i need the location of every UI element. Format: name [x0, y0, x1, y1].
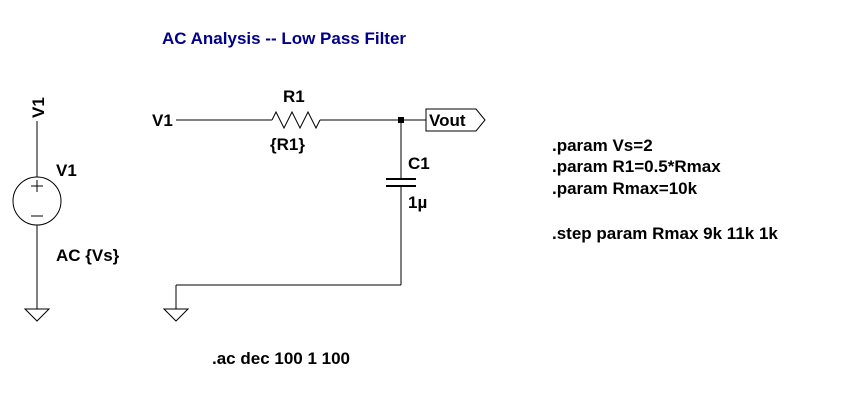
capacitor-name-label: C1: [408, 154, 430, 173]
schematic-title: AC Analysis -- Low Pass Filter: [162, 29, 406, 48]
param-directive: .param R1=0.5*Rmax: [552, 157, 721, 176]
voltage-source-v1[interactable]: V1 V1 AC {Vs}: [12, 97, 120, 322]
resistor-value-label: {R1}: [270, 135, 305, 154]
output-port-flag-icon: [425, 108, 486, 132]
capacitor-c1[interactable]: C1 1µ: [386, 120, 430, 285]
source-name-label: V1: [56, 161, 77, 180]
output-port-label: Vout: [429, 111, 466, 130]
param-directive: .param Vs=2: [552, 136, 653, 155]
capacitor-value-label: 1µ: [408, 193, 427, 212]
resistor-r1[interactable]: V1 R1 {R1}: [152, 87, 401, 154]
source-value-label: AC {Vs}: [56, 246, 120, 265]
ground-icon: [23, 308, 51, 322]
output-port-vout[interactable]: Vout: [401, 108, 486, 132]
resistor-name-label: R1: [283, 87, 305, 106]
resistor-zigzag-icon: [271, 110, 321, 130]
spice-directives[interactable]: .param Vs=2 .param R1=0.5*Rmax .param Rm…: [212, 136, 778, 368]
param-directive: .param Rmax=10k: [552, 179, 698, 198]
step-directive: .step param Rmax 9k 11k 1k: [552, 224, 778, 243]
analysis-directive: .ac dec 100 1 100: [212, 349, 350, 368]
ground-return: [162, 284, 401, 322]
ground-icon: [162, 308, 190, 322]
input-net-label: V1: [152, 111, 173, 130]
source-net-label: V1: [29, 97, 48, 118]
